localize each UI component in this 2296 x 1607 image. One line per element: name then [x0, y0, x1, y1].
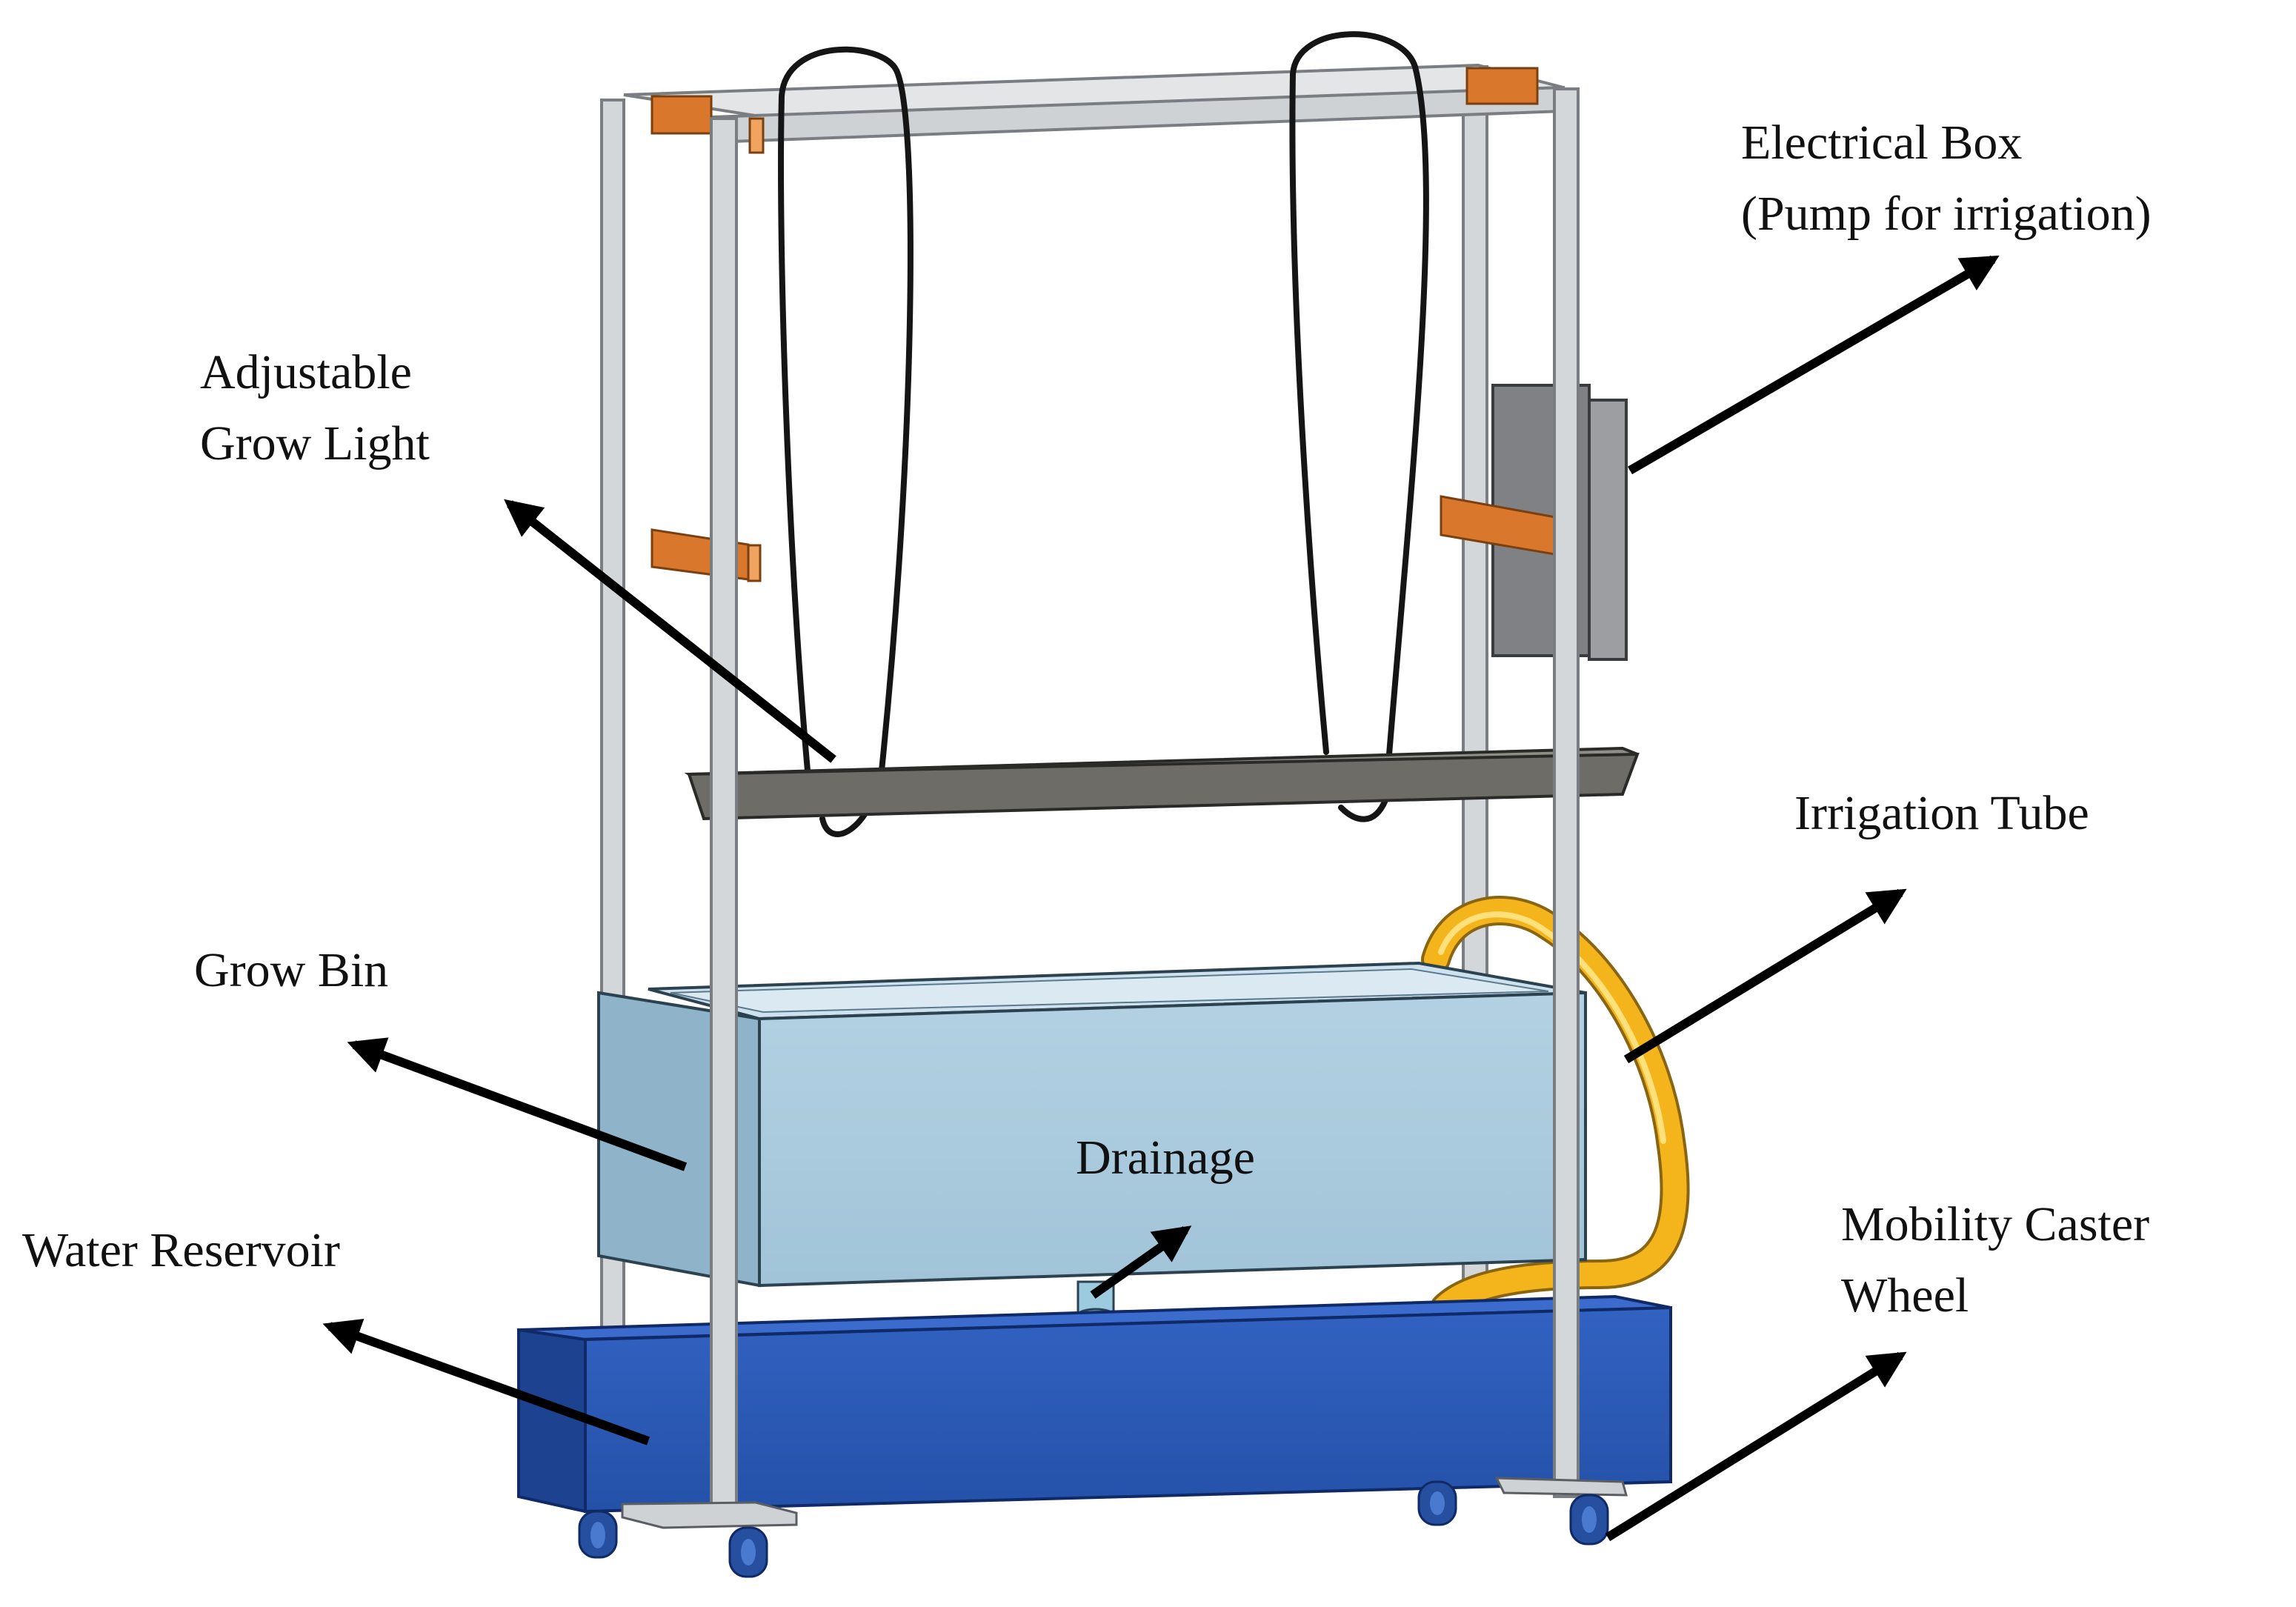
electrical-box-front [1588, 399, 1628, 661]
caster-wheel-left-hub [590, 1522, 605, 1548]
back-left-post [600, 99, 625, 1502]
label-mobility-caster-wheel: Mobility Caster Wheel [1841, 1197, 2150, 1322]
top-bracket-tab [748, 117, 765, 154]
grow-bin-front [758, 991, 1587, 1288]
water-reservoir-front [584, 1305, 1672, 1514]
arrow-grow-light [504, 499, 836, 763]
arrow-irrigation-tube [1623, 888, 1907, 1064]
front-frame [621, 87, 1628, 1529]
arrow-caster-wheel [1605, 1351, 1907, 1542]
grow-light-tray [684, 746, 1640, 821]
arrow-drainage [1090, 1225, 1192, 1299]
caster-wheels [578, 1480, 1609, 1578]
grow-bin [597, 961, 1587, 1288]
callout-arrows [322, 255, 2000, 1542]
label-drainage: Drainage [1076, 1131, 1255, 1185]
label-water-reservoir: Water Reservoir [22, 1223, 340, 1277]
water-reservoir [517, 1294, 1672, 1514]
top-bracket-left [650, 95, 713, 135]
left-side-bracket-tab [747, 544, 762, 582]
front-left-post [710, 117, 738, 1517]
arrow-electrical-box [1627, 255, 2000, 475]
foot-plate-right [1494, 1477, 1628, 1497]
label-irrigation-tube: Irrigation Tube [1794, 786, 2089, 840]
right-cord [1289, 31, 1429, 822]
label-electrical-box: Electrical Box (Pump for irrigation) [1741, 116, 2152, 241]
irrigation-tube-body [1424, 899, 1687, 1320]
top-bracket-right [1465, 67, 1539, 105]
foot-plate-left [621, 1501, 798, 1529]
left-cord [778, 46, 914, 837]
caster-wheel-back-right-hub [1430, 1491, 1445, 1515]
caster-wheel-front-left-hub [741, 1539, 756, 1566]
water-reservoir-left [517, 1328, 587, 1514]
arrow-water-reservoir [322, 1318, 650, 1445]
grow-light-cords [778, 31, 1429, 837]
front-right-post [1553, 87, 1580, 1498]
arrow-grow-bin [347, 1037, 688, 1171]
grow-light-tray-front [687, 752, 1640, 821]
caster-wheel-front-right-hub [1582, 1506, 1597, 1533]
label-adjustable-grow-light: Adjustable Grow Light [200, 345, 430, 470]
label-grow-bin: Grow Bin [194, 943, 389, 997]
